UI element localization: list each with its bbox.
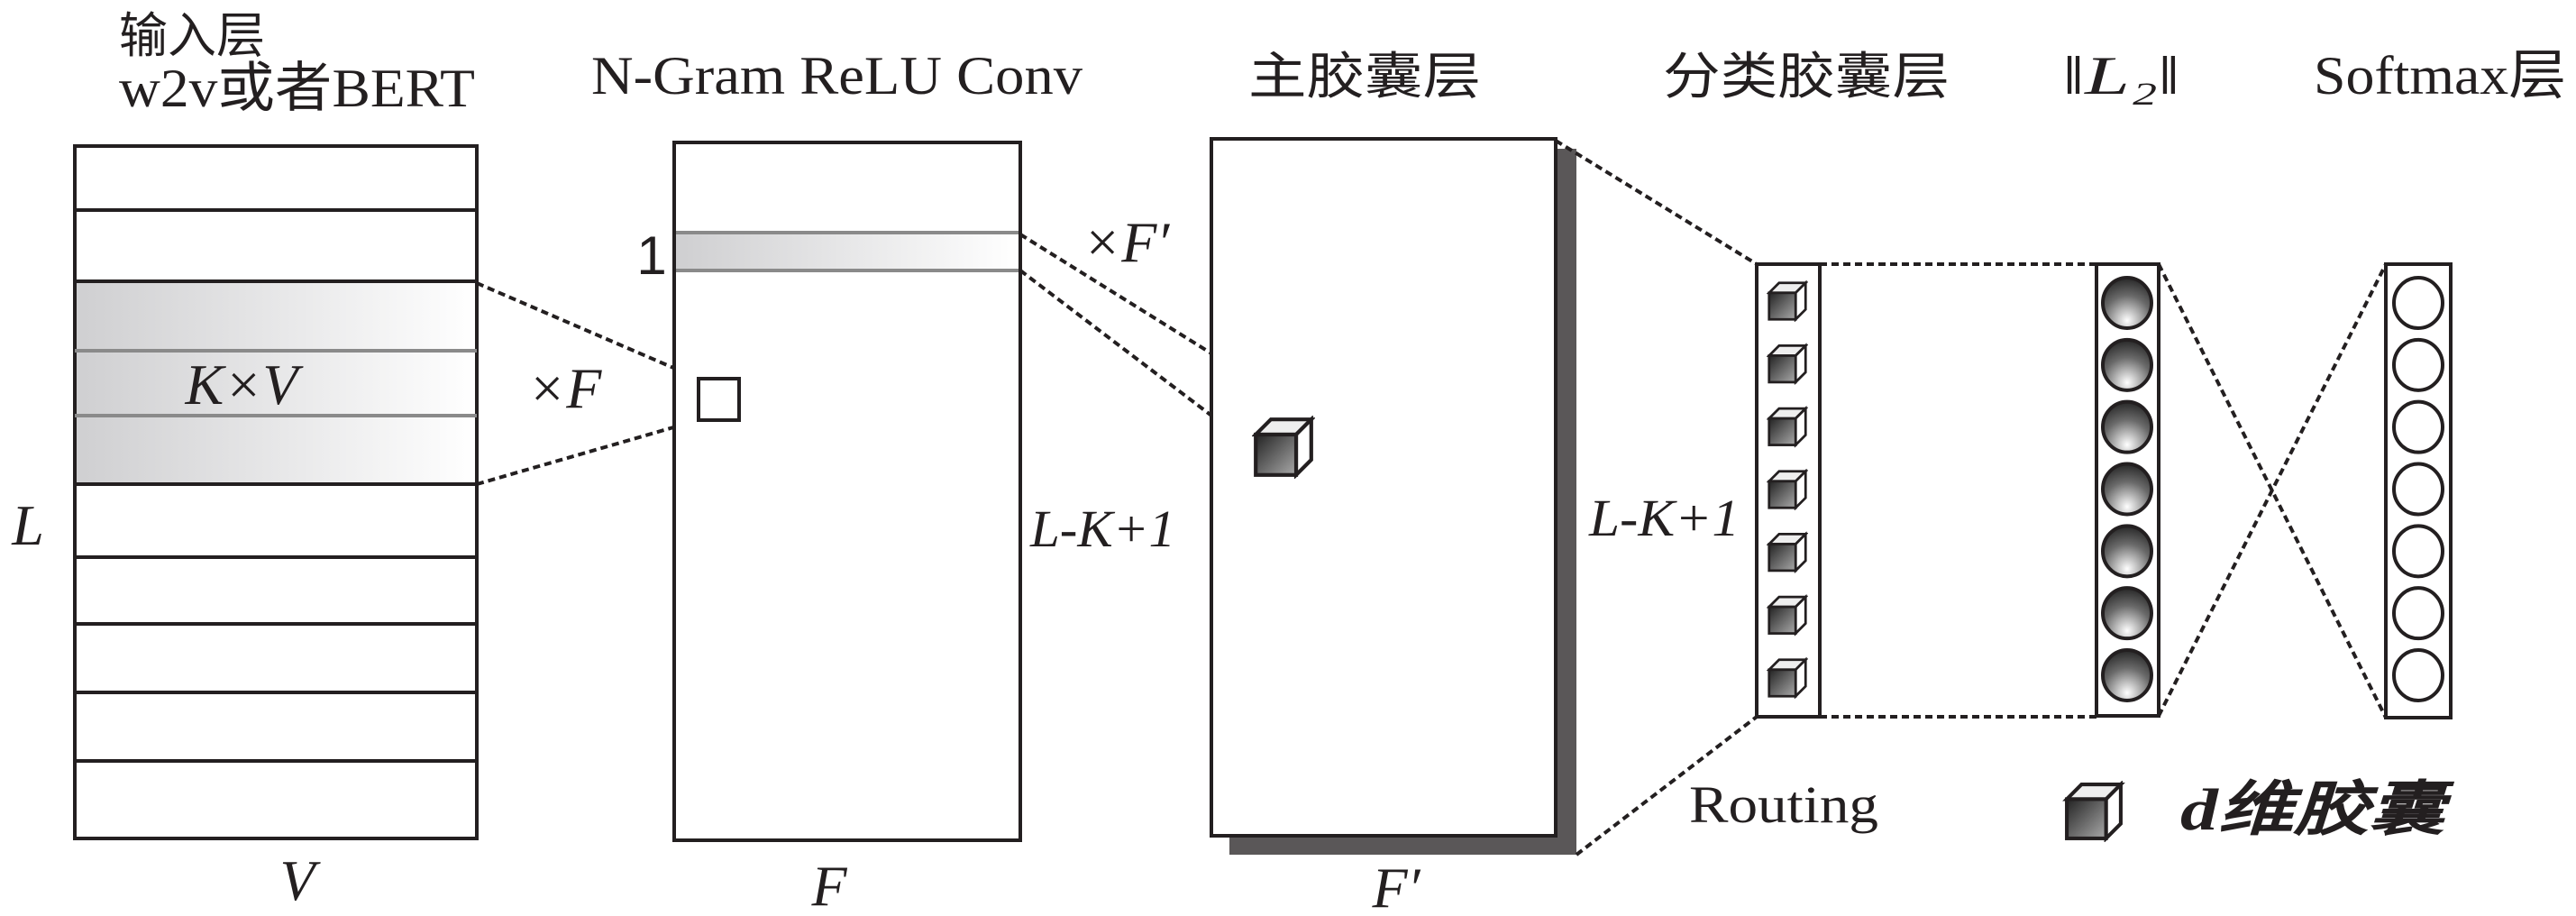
embedding-dim-label: V: [279, 848, 321, 912]
l2-node: [2101, 399, 2153, 454]
kernel-size-label: K×V: [185, 353, 305, 417]
softmax-node: [2392, 399, 2444, 454]
capsule-cube-icon: [1768, 595, 1807, 635]
legend-text: d维胶囊: [2180, 777, 2454, 843]
primary-capsule-matrix: [1210, 137, 1557, 838]
softmax-node: [2392, 586, 2444, 641]
softmax-title: Softmax层: [2314, 46, 2566, 105]
l2-node: [2101, 648, 2153, 702]
primary-filters-label: ×F′: [1082, 210, 1170, 274]
primary-width-label: F′: [1371, 856, 1420, 916]
l2-node: [2101, 462, 2153, 517]
softmax-node: [2392, 648, 2444, 702]
capsule-cube-icon: [1768, 533, 1807, 572]
legend-cube-icon: [2067, 784, 2121, 838]
l2-node: [2101, 586, 2153, 641]
input-layer-matrix: [73, 144, 479, 840]
softmax-node: [2392, 462, 2444, 517]
l2-norm-title: ‖L₂‖: [2062, 46, 2180, 105]
class-capsule-title: 分类胶囊层: [1663, 50, 1950, 105]
conv-length-label: L-K+1: [1029, 499, 1175, 558]
primary-capsule-title: 主胶囊层: [1248, 50, 1481, 105]
sequence-length-label: L: [11, 493, 44, 557]
filters-label: ×F: [527, 356, 602, 420]
conv-layer-title: N-Gram ReLU Conv: [591, 46, 1082, 105]
primary-length-label: L-K+1: [1588, 489, 1740, 547]
softmax-node: [2392, 276, 2444, 330]
l2-node: [2101, 524, 2153, 579]
input-layer-title: 输入层: [119, 9, 265, 63]
softmax-node: [2392, 337, 2444, 392]
l2-node: [2101, 276, 2153, 330]
capsule-cube-icon: [1768, 658, 1807, 698]
capsule-cube-icon: [1768, 470, 1807, 509]
capsule-cube-icon: [1768, 344, 1807, 384]
l2-node: [2101, 337, 2153, 392]
capsule-cube-icon: [1768, 281, 1807, 321]
capsule-cube-icon: [1768, 407, 1807, 446]
row-index-label: 1: [636, 225, 666, 286]
conv-row-band: [676, 233, 1019, 270]
input-layer-subtitle: w2v或者BERT: [119, 59, 475, 118]
conv-width-label: F: [810, 854, 847, 916]
conv-unit-square: [697, 377, 741, 422]
softmax-node: [2392, 524, 2444, 579]
primary-capsule-cube-icon: [1256, 419, 1311, 475]
routing-label: Routing: [1689, 775, 1878, 834]
